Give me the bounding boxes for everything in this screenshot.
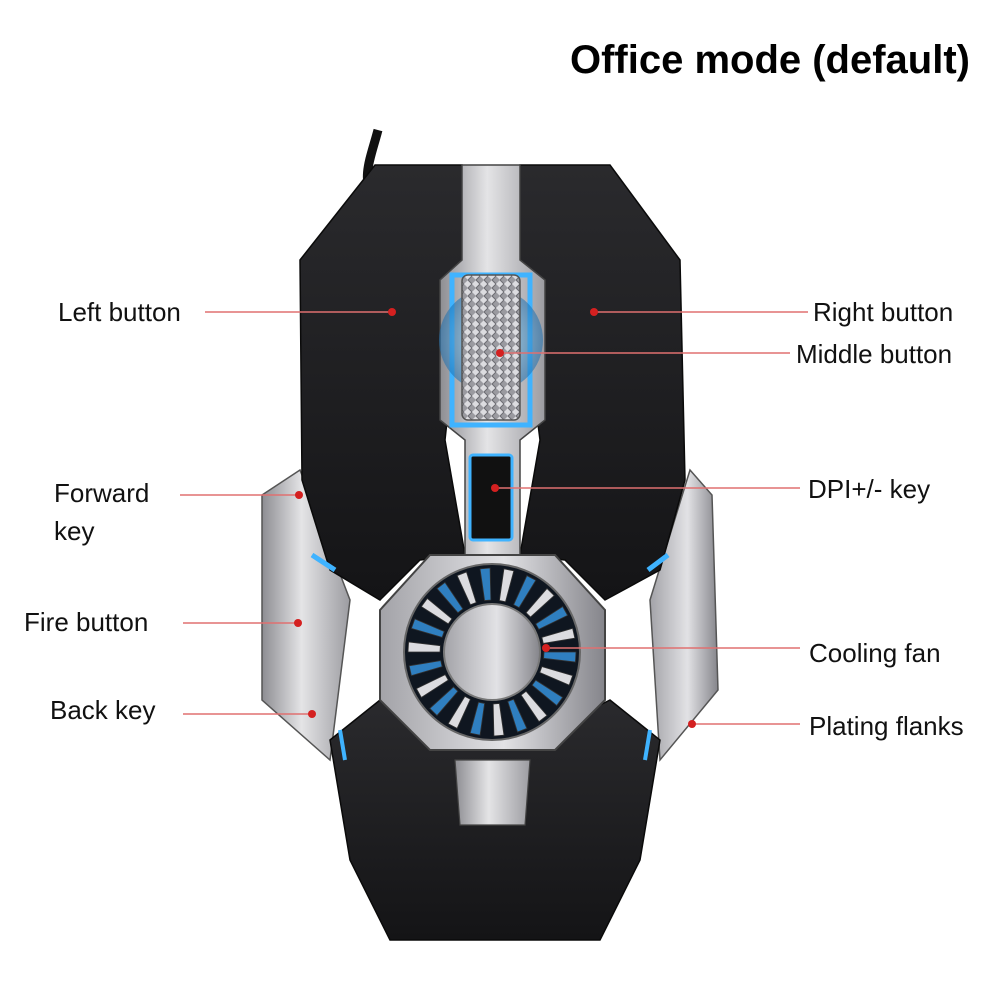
label-forward-key-line1: Forward: [54, 478, 150, 508]
fan-blade: [420, 597, 453, 625]
fan-blade: [535, 606, 569, 630]
label-forward-key-line2: key: [54, 516, 95, 546]
leader-lines: [180, 311, 808, 725]
dot-fire-button: [294, 619, 302, 627]
dot-cooling-fan: [542, 644, 550, 652]
label-cooling-fan: Cooling fan: [809, 638, 941, 668]
fan-blade: [479, 567, 492, 601]
accent-light-lower-right: [643, 729, 652, 761]
fan-blade: [410, 618, 445, 638]
fan-hub: [443, 603, 541, 701]
dot-plating-flanks: [688, 720, 696, 728]
fan-blade: [415, 674, 449, 698]
label-right-button: Right button: [813, 297, 954, 327]
fan-blade: [520, 690, 548, 723]
fan-blade: [429, 686, 459, 717]
dot-back-key: [308, 710, 316, 718]
fan-blade: [507, 698, 528, 733]
left-plating-flank: [261, 468, 351, 762]
label-back-key: Back key: [50, 695, 156, 725]
dot-middle-button: [496, 349, 504, 357]
fan-blades: [407, 567, 577, 737]
fan-blade: [447, 695, 471, 729]
accent-light-right: [646, 553, 670, 572]
label-middle-button: Middle button: [796, 339, 953, 369]
scroll-wheel[interactable]: [461, 274, 521, 421]
fan-blade: [498, 568, 515, 603]
dot-dpi-key: [491, 484, 499, 492]
accent-light-lower-left: [338, 729, 347, 761]
page-title: Office mode (default): [569, 38, 970, 82]
dot-forward-key: [295, 491, 303, 499]
fan-blade: [469, 701, 486, 736]
fan-blade: [407, 641, 441, 653]
fan-blade: [539, 666, 574, 686]
fan-blade: [541, 627, 576, 644]
fan-blade: [408, 660, 443, 677]
dpi-key[interactable]: [468, 453, 514, 542]
fan-blade: [543, 651, 577, 663]
accent-light-left: [310, 552, 337, 573]
fan-blade: [492, 703, 505, 737]
fan-blade: [456, 571, 477, 606]
label-plating-flanks: Plating flanks: [809, 711, 964, 741]
dot-right-button: [590, 308, 598, 316]
label-left-button: Left button: [58, 297, 181, 327]
fan-blade: [513, 575, 537, 609]
fan-blade: [436, 581, 464, 614]
dot-left-button: [388, 308, 396, 316]
callout-dots: [294, 308, 696, 728]
label-fire-button: Fire button: [24, 607, 149, 637]
fan-blade: [531, 679, 564, 707]
label-dpi-key: DPI+/- key: [808, 474, 931, 504]
palm-plate: [454, 759, 531, 826]
fan-blade: [525, 587, 555, 618]
